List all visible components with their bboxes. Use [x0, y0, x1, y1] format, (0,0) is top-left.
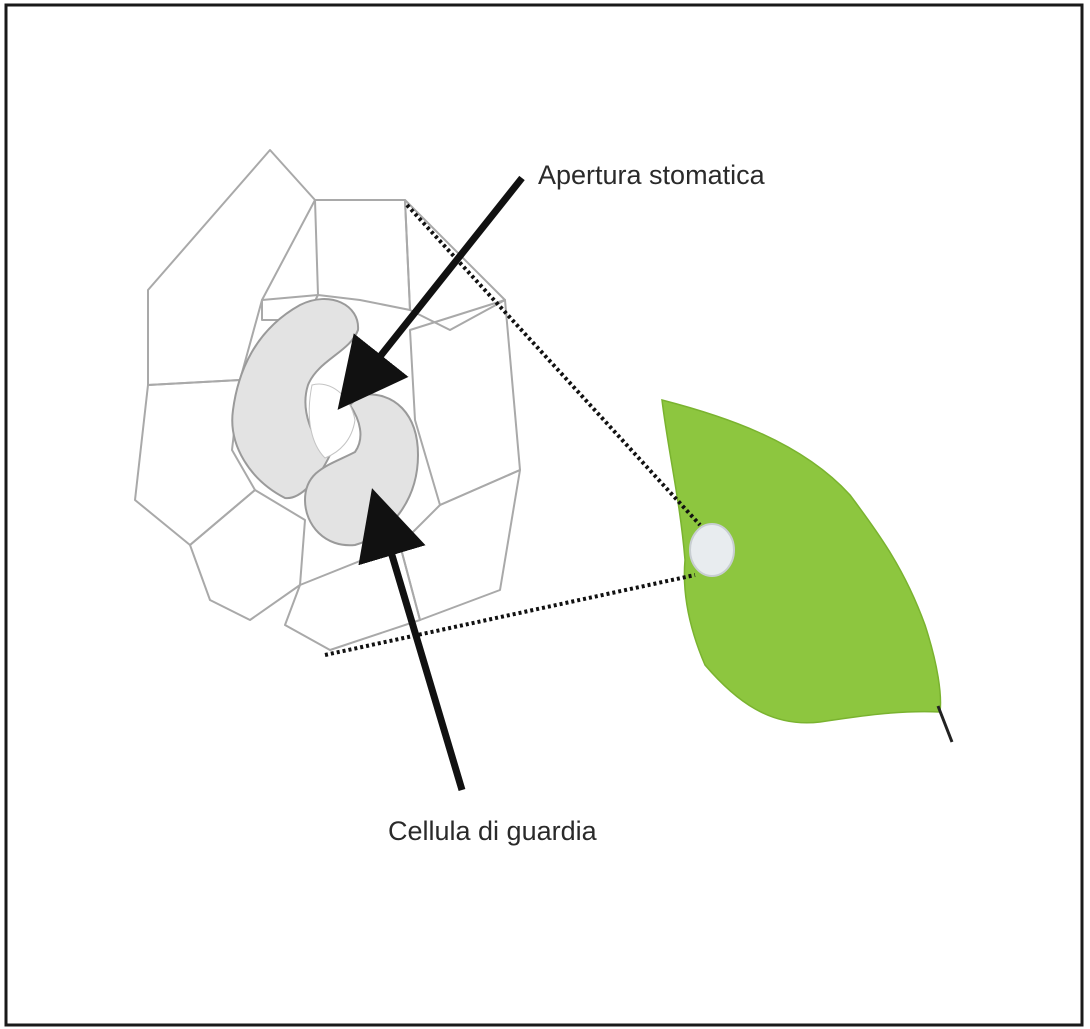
arrow-to-stomatal-opening — [355, 178, 522, 388]
dotted-line-bottom — [325, 575, 695, 655]
cell-outline — [400, 470, 520, 620]
leaf-magnified-spot — [690, 524, 734, 576]
cell-outline — [410, 300, 520, 505]
label-stomatal-opening: Apertura stomatica — [538, 160, 766, 190]
leaf — [662, 400, 952, 742]
label-guard-cell: Cellula di guardia — [388, 816, 598, 846]
figure-frame — [6, 5, 1082, 1025]
dotted-line-top — [407, 205, 700, 525]
leaf-stem — [938, 706, 952, 742]
stoma — [232, 299, 418, 545]
cell-outline — [285, 545, 420, 650]
cell-outline — [315, 200, 410, 310]
cell-outline — [190, 490, 305, 620]
arrow-to-guard-cell — [380, 515, 462, 790]
